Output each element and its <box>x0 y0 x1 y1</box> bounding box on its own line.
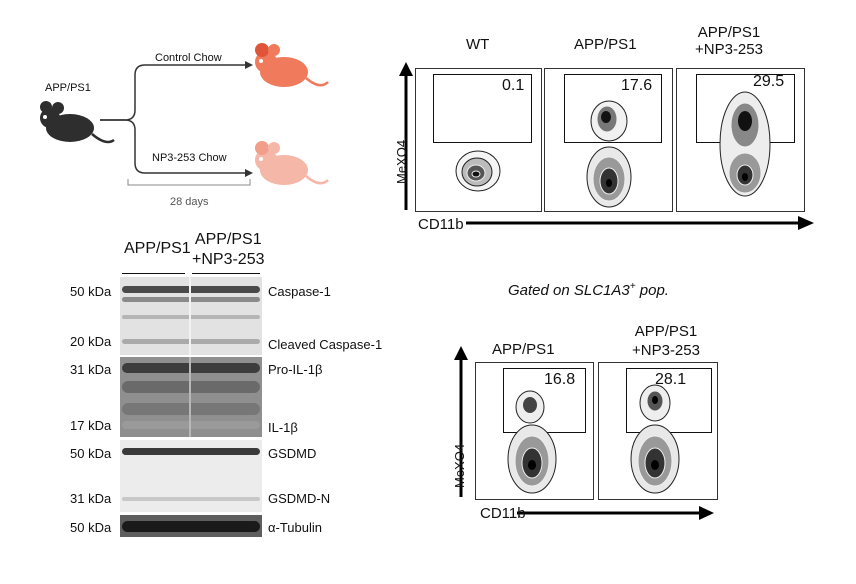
y-axis-label: MeXO4 <box>452 443 467 488</box>
control-mouse-icon <box>255 43 329 87</box>
contour-plot <box>630 384 680 494</box>
flow-panel: 0.1 <box>415 68 542 212</box>
flow-panel-title: APP/PS1 +NP3-253 <box>695 24 763 58</box>
mw-label: 17 kDa <box>70 418 112 433</box>
contour-plot <box>455 150 501 192</box>
contour-plot <box>507 390 557 494</box>
flow-top-axes <box>399 62 814 230</box>
gate-percentage: 0.1 <box>502 77 525 94</box>
gate-percentage: 17.6 <box>621 77 653 94</box>
protein-label: GSDMD-N <box>268 491 331 506</box>
flow-panel-title: APP/PS1 <box>492 341 555 358</box>
gate-box <box>564 74 662 143</box>
np3-chow-label: NP3-253 Chow <box>152 152 227 164</box>
mw-label: 50 kDa <box>70 446 112 461</box>
mw-label: 31 kDa <box>70 491 112 506</box>
flow-panel: 17.6 <box>544 68 673 212</box>
blot-gsdmd <box>120 440 262 512</box>
flow-bottom-axes <box>454 346 714 520</box>
gating-note: Gated on SLC1A3+ pop. <box>508 281 669 299</box>
blot-alpha-tubulin <box>120 515 262 537</box>
protein-label: α-Tubulin <box>268 520 322 535</box>
flow-panel-title: APP/PS1 <box>574 36 637 53</box>
treatment-branch-arrows <box>100 61 253 186</box>
protein-label: Cleaved Caspase-1 <box>268 337 383 352</box>
protein-label: GSDMD <box>268 446 317 461</box>
x-axis-label: CD11b <box>418 216 464 233</box>
blot-il-1b <box>120 357 262 437</box>
mw-label: 50 kDa <box>70 520 112 535</box>
gate-box <box>433 74 532 143</box>
control-chow-label: Control Chow <box>155 52 222 64</box>
blot-caspase-1 <box>120 277 262 355</box>
flow-panel-title: WT <box>466 36 490 53</box>
group-underline <box>122 273 185 274</box>
contour-plot <box>586 100 632 208</box>
gate-percentage: 29.5 <box>753 73 785 90</box>
flow-panel: 28.1 <box>598 362 718 500</box>
blot-group-label: APP/PS1 +NP3-253 <box>192 231 265 268</box>
protein-label: Caspase-1 <box>268 284 331 299</box>
contour-plot <box>719 91 771 197</box>
flow-panel-title: APP/PS1 +NP3-253 <box>632 323 700 359</box>
flow-panel: 16.8 <box>475 362 594 500</box>
treated-mouse-icon <box>255 141 329 185</box>
mouse-icon <box>40 101 115 144</box>
gate-percentage: 28.1 <box>655 371 687 388</box>
mw-label: 50 kDa <box>70 284 112 299</box>
x-axis-label: CD11b <box>480 505 526 522</box>
mw-label: 31 kDa <box>70 362 112 377</box>
protein-label: IL-1β <box>268 420 298 435</box>
blot-group-label: APP/PS1 <box>124 240 191 257</box>
mw-label: 20 kDa <box>70 334 112 349</box>
duration-label: 28 days <box>170 196 209 208</box>
group-underline <box>192 273 260 274</box>
protein-label: Pro-IL-1β <box>268 362 323 377</box>
y-axis-label: MeXO4 <box>394 139 409 184</box>
gate-percentage: 16.8 <box>544 371 576 388</box>
flow-panel: 29.5 <box>676 68 805 212</box>
mouse-label: APP/PS1 <box>45 82 91 94</box>
